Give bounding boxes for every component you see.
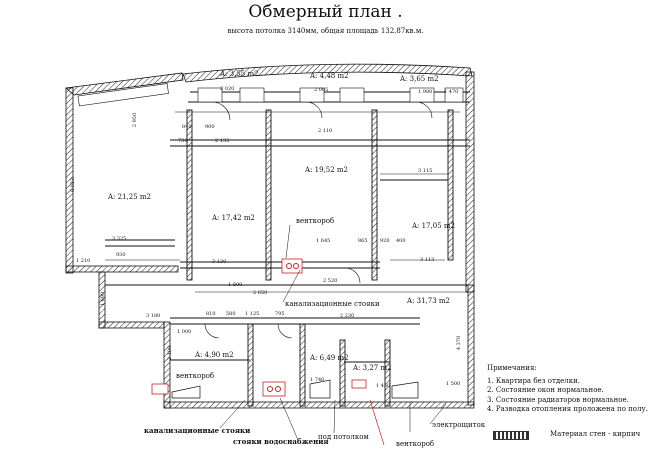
ventkorob-label: венткороб — [396, 440, 435, 448]
room-area-label: A: 4,90 m2 — [195, 351, 234, 359]
dimension-label: 3 130 — [212, 259, 227, 265]
dimension-label: 2 950 — [132, 112, 139, 128]
dimension-label: 2 110 — [318, 128, 333, 134]
water-risers-label: стояки водоснабжения — [233, 437, 329, 446]
ventkorob-marks — [171, 379, 419, 399]
dimension-label: 930 — [116, 252, 126, 258]
ventkorob-label: венткороб — [176, 372, 215, 380]
dimension-label: 1 800 — [228, 282, 243, 288]
room-area-label: A: 4,48 m2 — [310, 72, 349, 80]
dimension-label: 4 370 — [456, 335, 463, 351]
dimension-label: 1 125 — [245, 311, 260, 317]
brick-wall-legend-swatch — [493, 431, 529, 440]
note-item: 3. Состояние радиаторов нормальное. — [487, 395, 629, 404]
under-ceiling-label: под потолком — [318, 433, 369, 441]
sewer-risers-label: канализационные стояки — [144, 426, 251, 435]
window-marks — [77, 83, 464, 107]
dimension-label: 3 325 — [112, 236, 127, 242]
room-area-label: A: 3,27 m2 — [353, 364, 392, 372]
outer-walls — [65, 63, 475, 409]
room-area-label: A: 3,65 m2 — [400, 75, 439, 83]
dimension-label: 1 500 — [446, 381, 461, 387]
dimension-label: 1 210 — [76, 258, 91, 264]
notes-block: Примечания: 1. Квартира без отделки. 2. … — [487, 364, 648, 415]
sewer-risers-label: канализационные стояки — [285, 300, 380, 308]
dimension-label: 795 — [275, 311, 285, 317]
notes-heading: Примечания: — [487, 364, 537, 372]
dimension-label: 865 — [358, 238, 368, 244]
dimension-label: 2 650 — [253, 290, 268, 296]
dimension-label: 840 — [182, 124, 192, 130]
dimension-label: 1 450 — [376, 383, 391, 389]
dimension-label: 3 180 — [146, 313, 161, 319]
dimension-label: 3 113 — [420, 257, 435, 263]
page-title: Обмерный план . — [248, 2, 403, 22]
room-area-label: A: 17,05 m2 — [412, 222, 455, 230]
dimension-label: 1 690 — [100, 291, 107, 307]
note-item: 4. Разводка отопления проложена по полу. — [487, 405, 648, 414]
room-area-label: A: 19,52 m2 — [305, 166, 348, 174]
room-area-label: A: 17,42 m2 — [212, 214, 255, 222]
wall-material-label: Материал стен - кирпич — [550, 430, 641, 438]
room-area-label: A: 31,73 m2 — [407, 297, 450, 305]
dimension-label: 580 — [226, 311, 236, 317]
page-subtitle: высота потолка 3140мм, общая площадь 132… — [227, 27, 424, 35]
dimension-label: 2 005 — [314, 87, 329, 93]
dimension-label: 6 033 — [70, 177, 77, 193]
dimension-label: 2 100 — [167, 345, 174, 361]
dimension-label: 2 020 — [220, 86, 235, 92]
electrical-panel-label: электрощиток — [432, 421, 486, 429]
dimension-label: 810 — [206, 311, 216, 317]
note-item: 1. Квартира без отделки. — [487, 376, 580, 385]
dimension-label: 2 520 — [323, 278, 338, 284]
dimension-label: 730 — [178, 138, 188, 144]
dimension-label: 2 230 — [340, 313, 355, 319]
dimension-label: 1 740 — [310, 377, 325, 383]
dimension-label: 1 470 — [444, 89, 459, 95]
dimension-label: 1 980 — [418, 89, 433, 95]
dimension-label: 2 135 — [215, 138, 230, 144]
interior-walls — [105, 91, 470, 407]
note-item: 2. Состояние окон нормальное. — [487, 386, 604, 395]
dimension-label: 400 — [396, 238, 406, 244]
callout-lines — [219, 224, 447, 441]
room-area-label: A: 3,55 m2 — [220, 70, 259, 78]
room-area-label: A: 21,25 m2 — [108, 193, 151, 201]
dimension-label: 920 — [380, 238, 390, 244]
dimension-label: 3 115 — [418, 168, 433, 174]
dimension-label: 1 000 — [177, 329, 192, 335]
pipe-marks — [151, 258, 385, 446]
dimension-label: 1 645 — [316, 238, 331, 244]
room-area-label: A: 6,49 m2 — [310, 354, 349, 362]
ventkorob-label: венткороб — [296, 217, 335, 225]
dimension-label: 900 — [205, 124, 215, 130]
